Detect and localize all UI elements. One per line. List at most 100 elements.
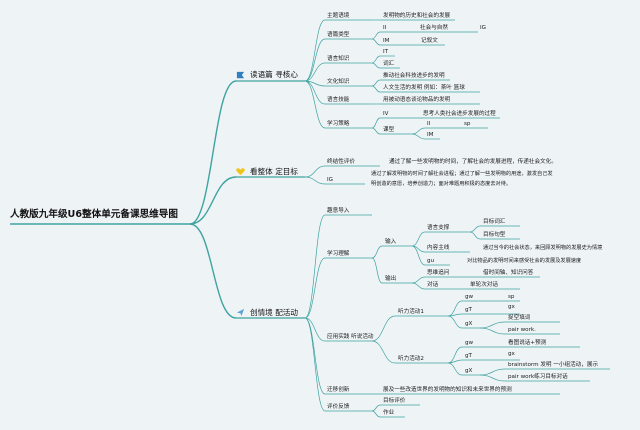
- lang-support-label: 语言支撑: [427, 225, 450, 231]
- genre-2: IM: [383, 38, 390, 44]
- ig-label: IG: [327, 177, 333, 183]
- connector: [469, 231, 481, 240]
- ig-value-2: 明创造的意愿，培养创造力；面对难题用积极的态度去对待。: [371, 181, 512, 187]
- l1-c2: pair work.: [508, 327, 536, 333]
- connector: [447, 359, 463, 364]
- connector: [411, 245, 426, 266]
- connector: [371, 340, 396, 364]
- connector: [304, 317, 326, 342]
- heart-icon: [236, 168, 245, 176]
- culture-2: 人文生活的发明 例如：茶叶 篮球: [383, 85, 465, 91]
- connector: [371, 117, 381, 129]
- connector: [447, 362, 463, 376]
- theme-value: 发明物的历史和社会的发展: [383, 13, 451, 19]
- l1-c1: 捉空填词: [508, 315, 531, 321]
- connector: [411, 282, 426, 290]
- evaluate-1: 目标评价: [383, 398, 406, 404]
- connector: [371, 315, 396, 342]
- genre-1a: 社会与自然: [420, 25, 448, 31]
- strategy-2a: II: [427, 121, 431, 127]
- output-label: 输出: [385, 276, 397, 282]
- connector: [371, 410, 381, 418]
- strategy-2c: IM: [427, 132, 434, 138]
- understand-label: 学习理解: [327, 251, 350, 257]
- connector: [371, 257, 383, 284]
- l2-a: gw: [465, 340, 474, 346]
- l2-c2: pair work练习目标对话: [508, 374, 568, 380]
- connector: [469, 225, 481, 233]
- l1-c: gX: [465, 321, 473, 327]
- connector: [447, 315, 463, 329]
- connector: [371, 85, 381, 93]
- connector: [371, 79, 381, 87]
- lang-1: IT: [383, 49, 389, 55]
- connector: [304, 176, 326, 185]
- connector: [189, 223, 237, 319]
- connector: [304, 62, 326, 82]
- strategy-2b: sp: [464, 121, 471, 127]
- connector: [371, 62, 381, 69]
- connector: [371, 38, 381, 46]
- output-2a: 单轮次对话: [470, 282, 498, 288]
- apply-label: 应用实践 听说活动: [327, 334, 374, 340]
- content-2a: 对比物品的发明时间来感受社会的发展及发展速度: [467, 258, 582, 264]
- ig-value-1: 通过了解发明物的时间了解社会进程；通过了解一些发明物的用途，激发自己发: [371, 171, 553, 177]
- connector: [189, 80, 237, 225]
- connector: [304, 19, 326, 82]
- connector: [304, 80, 326, 105]
- connector: [447, 300, 463, 317]
- content-1: 通过当今的社会状态，来回顾发明物的发展史为情境: [483, 245, 603, 251]
- content-label: 内容主线: [427, 245, 450, 251]
- branch-activities: 创情境 配活动: [250, 308, 298, 317]
- lang-support-1: 目标词汇: [483, 219, 506, 225]
- transfer-value: 展及一些改造世界的发明物的知识和未来世界的预测: [383, 387, 512, 393]
- culture-label: 文化知识: [327, 79, 350, 85]
- input-label: 输入: [385, 239, 397, 245]
- genre-label: 语篇类型: [327, 32, 350, 38]
- branch-goals: 看整体 定目标: [250, 167, 298, 176]
- genre-1: II: [383, 25, 387, 31]
- content-2: gu: [427, 258, 435, 264]
- l1-a1: sp: [508, 294, 515, 300]
- transfer-label: 迁移创新: [327, 387, 350, 393]
- output-1a: 借时间轴、知识问答: [483, 270, 534, 276]
- connector: [371, 31, 381, 40]
- strategy-1: IV: [383, 111, 389, 117]
- connector: [411, 127, 426, 135]
- evaluate-2: 作业: [383, 410, 395, 416]
- strategy-1a: 思考人类社会进步发展的过程: [423, 111, 496, 117]
- root-title: 人教版九年级U6整体单元备课思维导图: [10, 209, 178, 220]
- l1-b: gT: [465, 307, 472, 313]
- output-2: 对话: [427, 282, 439, 288]
- culture-1: 推动社会科技进步的发明: [383, 73, 445, 79]
- paper-plane-icon: [236, 308, 245, 317]
- connector: [411, 231, 426, 247]
- connector: [304, 257, 326, 319]
- connector: [371, 127, 381, 135]
- connector: [479, 327, 506, 335]
- output-1: 思维追问: [427, 270, 450, 276]
- summative-value: 通过了解一些发明物的时间，了解社会的发展进程，传递社会文化。: [389, 159, 557, 165]
- listen2-label: 听力活动2: [398, 356, 424, 362]
- genre-2a: 记叙文: [421, 38, 438, 44]
- lang-know-label: 语言知识: [327, 56, 350, 62]
- connector: [479, 321, 506, 329]
- genre-1b: IG: [480, 25, 486, 31]
- skill-label: 语言技能: [327, 97, 350, 103]
- listen1-label: 听力活动1: [398, 309, 424, 315]
- branch-reading: 读语篇 寻核心: [250, 70, 298, 79]
- l2-b1: gx: [508, 351, 515, 357]
- l2-c: gX: [465, 368, 473, 374]
- connector: [304, 165, 326, 178]
- l2-b: gT: [465, 353, 472, 359]
- lang-support-2: 目标句型: [483, 232, 506, 238]
- lang-2: 词汇: [383, 61, 395, 67]
- l1-b1: gx: [508, 304, 515, 310]
- connector: [189, 176, 237, 225]
- connector: [304, 317, 326, 412]
- skill-value: 用被动语态谈论物品的发明: [383, 97, 451, 103]
- connector: [371, 55, 381, 64]
- connector: [447, 346, 463, 364]
- connector: [411, 276, 426, 284]
- evaluate-label: 评价反馈: [327, 404, 350, 410]
